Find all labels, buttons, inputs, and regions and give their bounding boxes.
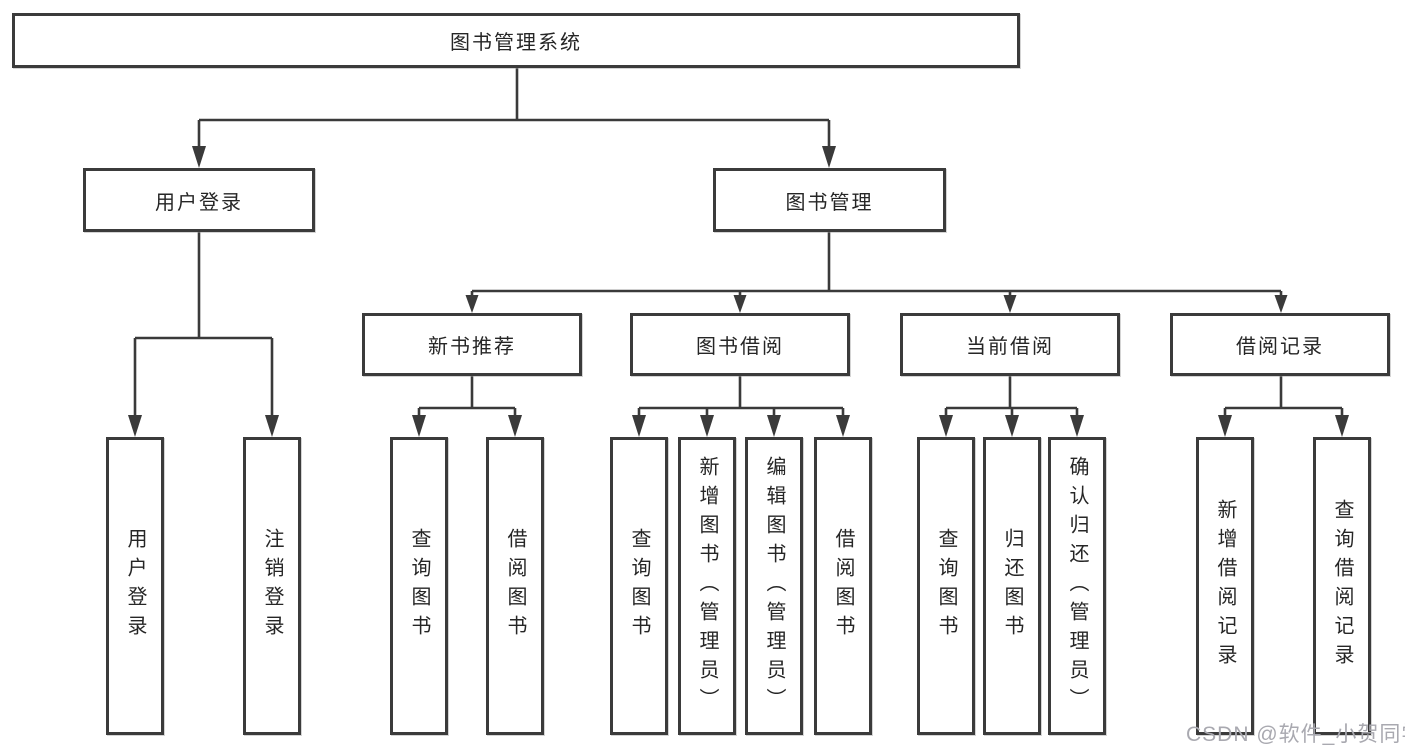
leaf-query-books-current: 查询图书 [917, 437, 975, 735]
node-book-borrowing: 图书借阅 [630, 313, 850, 376]
node-label: 图书管理系统 [450, 32, 582, 54]
leaf-user-login: 用户登录 [106, 437, 164, 735]
node-new-book-recommendation: 新书推荐 [362, 313, 582, 376]
leaf-query-books-borrowing: 查询图书 [610, 437, 668, 735]
node-label: 新书推荐 [428, 336, 516, 358]
node-current-borrowing: 当前借阅 [900, 313, 1120, 376]
node-label: 用户登录 [155, 191, 243, 214]
leaf-borrow-books-recommend: 借阅图书 [486, 437, 544, 735]
leaf-logout: 注销登录 [243, 437, 301, 735]
leaf-borrow-books-borrowing: 借阅图书 [814, 437, 872, 735]
leaf-add-books-admin: 新增图书（管理员） [678, 437, 736, 735]
leaf-query-borrow-record: 查询借阅记录 [1313, 437, 1371, 735]
node-label: 借阅记录 [1236, 336, 1324, 358]
leaf-add-borrow-record: 新增借阅记录 [1196, 437, 1254, 735]
node-library-management-system: 图书管理系统 [12, 13, 1020, 68]
node-user-login: 用户登录 [83, 168, 315, 232]
node-book-management: 图书管理 [713, 168, 946, 232]
csdn-watermark: CSDN @软件_小贺同学 [1186, 723, 1405, 746]
leaf-query-books-recommend: 查询图书 [390, 437, 448, 735]
node-label: 图书管理 [785, 191, 874, 214]
leaf-return-books: 归还图书 [983, 437, 1041, 735]
leaf-edit-books-admin: 编辑图书（管理员） [745, 437, 803, 735]
node-borrowing-records: 借阅记录 [1170, 313, 1390, 376]
leaf-confirm-return-admin: 确认归还（管理员） [1048, 437, 1106, 735]
node-label: 当前借阅 [966, 336, 1054, 358]
node-label: 图书借阅 [696, 336, 784, 358]
